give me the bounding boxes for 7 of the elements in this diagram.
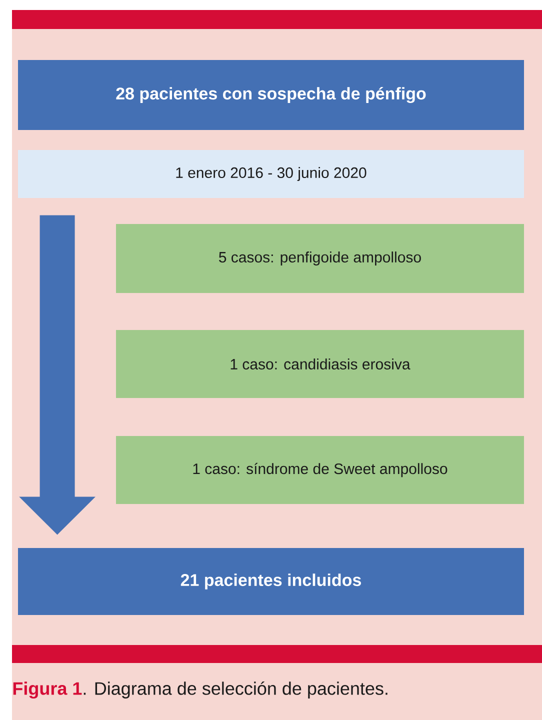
date-band: 1 enero 2016 - 30 junio 2020	[18, 150, 524, 198]
header-box: 28 pacientes con sospecha de pénfigo	[18, 60, 524, 130]
figure-caption: Figura 1. Diagrama de selección de pacientes.	[13, 681, 388, 699]
exclusion-box: 1 caso: candidiasis erosiva	[116, 330, 524, 398]
exclusion-box: 5 casos: penfigoide ampolloso	[116, 224, 524, 293]
header-box: 21 pacientes incluidos	[18, 548, 524, 615]
exclusion-box: 1 caso: síndrome de Sweet ampolloso	[116, 436, 524, 504]
